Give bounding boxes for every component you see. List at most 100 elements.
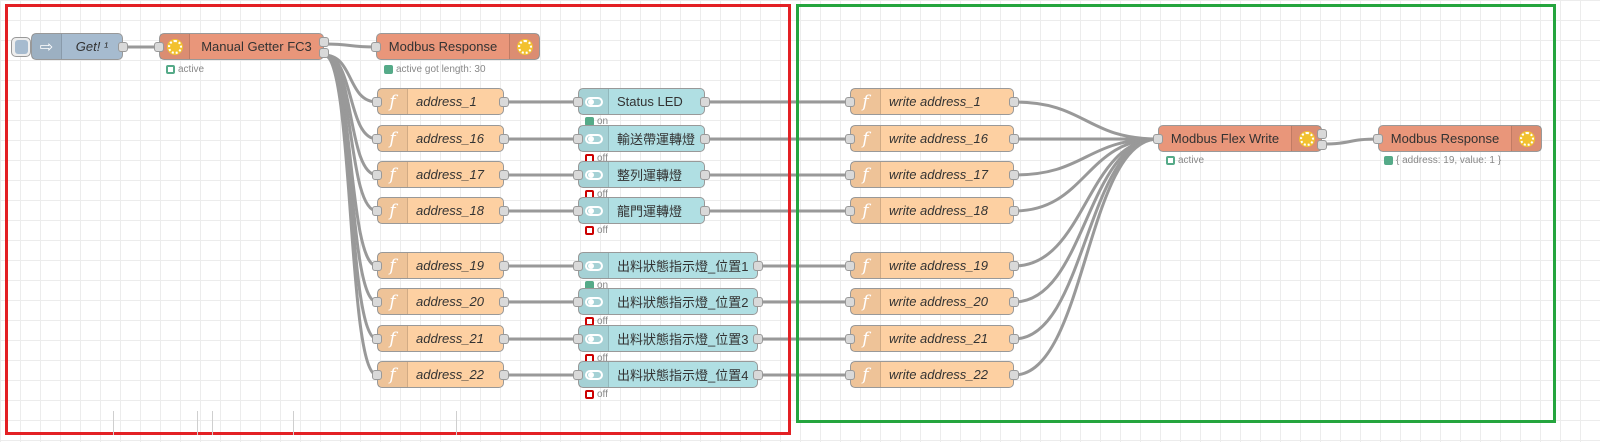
input-port[interactable]	[845, 261, 855, 271]
output-port[interactable]	[319, 37, 329, 47]
input-port[interactable]	[372, 170, 382, 180]
wire	[323, 53, 378, 377]
inject-node[interactable]: ⇨Get! ¹	[31, 33, 128, 60]
input-port[interactable]	[372, 334, 382, 344]
output-port[interactable]	[1009, 97, 1019, 107]
switch-node-5[interactable]: 出料狀態指示燈_位置2	[573, 288, 763, 315]
output-port[interactable]	[1009, 297, 1019, 307]
input-port[interactable]	[372, 97, 382, 107]
input-port[interactable]	[573, 97, 583, 107]
output-port[interactable]	[499, 134, 509, 144]
input-port[interactable]	[845, 370, 855, 380]
switch-node-0-label: Status LED	[617, 94, 683, 109]
output-port[interactable]	[1317, 129, 1327, 139]
output-port[interactable]	[1009, 370, 1019, 380]
input-port[interactable]	[372, 206, 382, 216]
switch-status-7: off	[585, 389, 608, 400]
status-text: on	[597, 116, 609, 127]
input-port[interactable]	[371, 42, 381, 52]
output-port[interactable]	[499, 334, 509, 344]
canvas-ruler	[0, 411, 460, 435]
switch-node-6-label: 出料狀態指示燈_位置3	[617, 332, 749, 347]
input-port[interactable]	[845, 97, 855, 107]
output-port[interactable]	[753, 261, 763, 271]
function-icon: f	[378, 126, 408, 151]
input-port[interactable]	[573, 334, 583, 344]
write-node-0-label: write address_1	[889, 94, 981, 109]
modbus-response-top-node[interactable]: Modbus Response	[371, 33, 540, 60]
input-port[interactable]	[372, 134, 382, 144]
output-port[interactable]	[499, 261, 509, 271]
output-port[interactable]	[753, 370, 763, 380]
output-port[interactable]	[1009, 261, 1019, 271]
switch-node-1[interactable]: 輸送帶運轉燈	[573, 125, 710, 152]
output-port[interactable]	[499, 97, 509, 107]
input-port[interactable]	[154, 42, 164, 52]
input-port[interactable]	[845, 170, 855, 180]
output-port[interactable]	[1009, 170, 1019, 180]
input-port[interactable]	[573, 170, 583, 180]
input-port[interactable]	[573, 370, 583, 380]
function-icon: f	[851, 162, 881, 187]
switch-node-6[interactable]: 出料狀態指示燈_位置3	[573, 325, 763, 352]
output-port[interactable]	[700, 134, 710, 144]
switch-node-4[interactable]: 出料狀態指示燈_位置1	[573, 252, 763, 279]
output-port[interactable]	[499, 206, 509, 216]
input-port[interactable]	[372, 370, 382, 380]
manual-getter-node[interactable]: Manual Getter FC3	[154, 33, 329, 60]
output-port[interactable]	[118, 42, 128, 52]
switch-node-7[interactable]: 出料狀態指示燈_位置4	[573, 361, 763, 388]
input-port[interactable]	[845, 334, 855, 344]
output-port[interactable]	[1009, 206, 1019, 216]
output-port[interactable]	[319, 48, 329, 58]
output-port[interactable]	[1317, 140, 1327, 150]
input-port[interactable]	[1373, 134, 1383, 144]
inject-trigger-button[interactable]	[11, 37, 31, 57]
switch-node-1-label: 輸送帶運轉燈	[617, 132, 696, 147]
output-port[interactable]	[700, 97, 710, 107]
input-port[interactable]	[845, 206, 855, 216]
output-port[interactable]	[499, 170, 509, 180]
output-port[interactable]	[1009, 134, 1019, 144]
output-port[interactable]	[499, 370, 509, 380]
output-port[interactable]	[753, 334, 763, 344]
switch-node-2[interactable]: 整列運轉燈	[573, 161, 710, 188]
switch-node-3[interactable]: 龍門運轉燈	[573, 197, 710, 224]
modbus-response-right-node[interactable]: Modbus Response	[1373, 125, 1542, 152]
output-port[interactable]	[753, 297, 763, 307]
output-port[interactable]	[700, 170, 710, 180]
input-port[interactable]	[372, 261, 382, 271]
input-port[interactable]	[372, 297, 382, 307]
function-icon: f	[378, 162, 408, 187]
modbus-flex-write-node[interactable]: Modbus Flex Write	[1153, 125, 1327, 152]
input-port[interactable]	[573, 206, 583, 216]
input-port[interactable]	[845, 297, 855, 307]
output-port[interactable]	[1009, 334, 1019, 344]
input-port[interactable]	[573, 297, 583, 307]
output-port[interactable]	[700, 206, 710, 216]
switch-node-0[interactable]: Status LED	[573, 88, 710, 115]
input-port[interactable]	[1153, 134, 1163, 144]
output-port[interactable]	[499, 297, 509, 307]
input-port[interactable]	[573, 134, 583, 144]
input-port[interactable]	[573, 261, 583, 271]
response-top-status: active got length: 30	[384, 64, 486, 75]
input-port[interactable]	[845, 134, 855, 144]
modbus-response-top-node-label: Modbus Response	[388, 39, 498, 54]
